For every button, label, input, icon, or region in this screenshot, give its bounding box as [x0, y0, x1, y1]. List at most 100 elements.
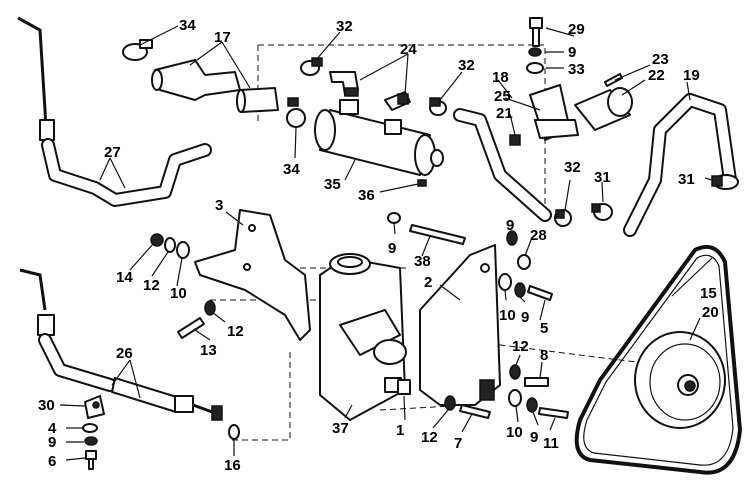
- tube-fitting: [39, 119, 55, 141]
- label-12: 12: [421, 429, 438, 446]
- label-34: 34: [283, 161, 300, 178]
- label-25: 25: [494, 88, 511, 105]
- spacer-1: [397, 379, 411, 395]
- washer-12-mid: [204, 300, 216, 316]
- label-29: 29: [568, 21, 585, 38]
- washer-12-left: [164, 237, 176, 253]
- label-31: 31: [678, 171, 695, 188]
- hose-assembly-27: [17, 16, 212, 207]
- bolt-8: [524, 377, 549, 387]
- label-6: 6: [48, 453, 56, 470]
- hose-18: [453, 108, 552, 222]
- label-12: 12: [227, 323, 244, 340]
- hose-19: [623, 93, 737, 237]
- label-23: 23: [652, 51, 669, 68]
- label-18: 18: [492, 69, 509, 86]
- label-3: 3: [215, 197, 223, 214]
- label-12: 12: [143, 277, 160, 294]
- callout-leaders: [59, 25, 713, 461]
- hose-assembly-26: [19, 268, 223, 421]
- screw-23: [604, 73, 623, 87]
- elbow-fittings-24: [329, 71, 411, 111]
- label-33: 33: [568, 61, 585, 78]
- label-9: 9: [388, 240, 396, 257]
- label-32: 32: [564, 159, 581, 176]
- label-5: 5: [540, 320, 548, 337]
- label-8: 8: [540, 347, 548, 364]
- washer-33: [526, 62, 544, 74]
- washer-10-left: [176, 241, 190, 259]
- bracket-2: [419, 244, 501, 406]
- label-9: 9: [521, 309, 529, 326]
- washer-12-bottom: [444, 395, 456, 411]
- label-12: 12: [512, 338, 529, 355]
- label-10: 10: [506, 424, 523, 441]
- nut-14: [150, 233, 164, 247]
- mounting-bracket-3: [194, 209, 311, 341]
- label-37: 37: [332, 420, 349, 437]
- label-28: 28: [530, 227, 547, 244]
- power-steering-pump-37: [319, 253, 407, 421]
- bolt-11: [538, 407, 569, 419]
- label-9: 9: [506, 217, 514, 234]
- washer-9-bottom: [526, 397, 538, 413]
- bolt-6: [85, 450, 97, 470]
- washer-16: [228, 424, 240, 440]
- washer-9-r1: [506, 230, 518, 246]
- nut-21: [509, 134, 521, 146]
- label-20: 20: [702, 304, 719, 321]
- washer-10-bottom: [508, 389, 522, 407]
- washer-10-r: [498, 273, 512, 291]
- bolt-29: [529, 17, 543, 47]
- label-4: 4: [48, 420, 57, 437]
- washer-9-r2: [514, 282, 526, 298]
- clamp-30: [84, 395, 105, 419]
- label-9: 9: [530, 429, 538, 446]
- label-21: 21: [496, 105, 513, 122]
- label-26: 26: [116, 345, 133, 362]
- hose-clamp-34-mid: [286, 97, 306, 128]
- washer-9-lower: [84, 436, 98, 446]
- label-36: 36: [358, 187, 375, 204]
- label-9: 9: [48, 434, 56, 451]
- hose-17: [151, 59, 279, 113]
- label-35: 35: [324, 176, 341, 193]
- hose-clamp-34-top: [122, 39, 153, 61]
- hose-clamp-32-right: [554, 209, 572, 227]
- hose-clamp-31-right: [711, 174, 739, 190]
- label-7: 7: [454, 435, 462, 452]
- label-34: 34: [179, 17, 196, 34]
- label-38: 38: [414, 253, 431, 270]
- label-30: 30: [38, 397, 55, 414]
- label-19: 19: [683, 67, 700, 84]
- washer-12-r: [509, 364, 521, 380]
- label-32: 32: [336, 18, 353, 35]
- label-9: 9: [568, 44, 576, 61]
- bolt-5: [527, 285, 553, 301]
- label-1: 1: [396, 422, 404, 439]
- cushion-22: [574, 87, 633, 131]
- washer-4: [82, 423, 98, 433]
- label-10: 10: [499, 307, 516, 324]
- label-32: 32: [458, 57, 475, 74]
- label-13: 13: [200, 342, 217, 359]
- bolt-7: [459, 404, 491, 419]
- label-17: 17: [214, 29, 231, 46]
- label-24: 24: [400, 41, 417, 58]
- label-16: 16: [224, 457, 241, 474]
- label-10: 10: [170, 285, 187, 302]
- drive-belt-15: [574, 245, 742, 475]
- pulley-20: [634, 331, 726, 429]
- label-22: 22: [648, 67, 665, 84]
- label-11: 11: [543, 435, 559, 452]
- stud-38: [409, 224, 466, 245]
- bolt-13: [177, 317, 205, 339]
- washer-9-stud: [387, 212, 401, 224]
- fitting-36: [417, 179, 427, 187]
- hose-clamp-32-top: [300, 57, 323, 76]
- label-2: 2: [424, 274, 432, 291]
- label-27: 27: [104, 144, 121, 161]
- label-31: 31: [594, 169, 611, 186]
